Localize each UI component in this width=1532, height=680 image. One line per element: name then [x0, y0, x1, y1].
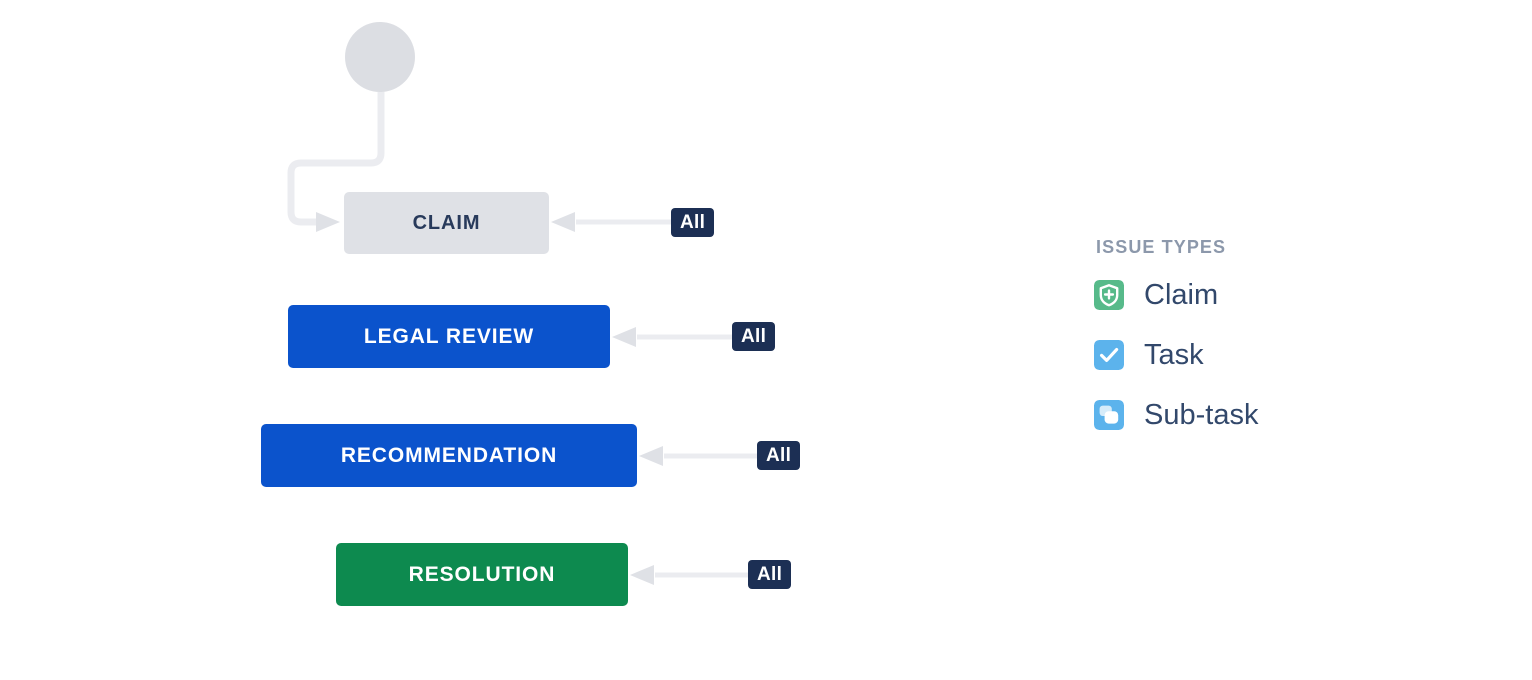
status-node-legal-review[interactable]: LEGAL REVIEW [288, 305, 610, 368]
legend-item-task[interactable]: Task [1094, 338, 1258, 372]
status-node-label: RECOMMENDATION [340, 444, 558, 467]
status-node-label: CLAIM [412, 212, 481, 234]
legend-item-label: Task [1144, 338, 1204, 371]
transition-badge-recommendation[interactable]: All [757, 441, 801, 470]
shield-plus-icon [1094, 280, 1124, 310]
sub-task-icon [1094, 400, 1124, 430]
legend-item-label: Sub-task [1144, 398, 1259, 431]
status-node-resolution[interactable]: RESOLUTION [336, 543, 628, 606]
status-node-claim[interactable]: CLAIM [344, 192, 549, 254]
transition-badge-claim[interactable]: All [671, 208, 715, 237]
legend-title: ISSUE TYPES [1096, 237, 1227, 257]
arrowhead-claim-entry [316, 212, 340, 232]
legend-item-claim[interactable]: Claim [1094, 278, 1258, 312]
arrowhead-claim [551, 212, 575, 232]
transition-badge-legal-review[interactable]: All [732, 322, 776, 351]
legend-item-sub-task[interactable]: Sub-task [1094, 398, 1258, 432]
start-node[interactable] [345, 22, 415, 92]
arrowhead-legal-review [612, 327, 636, 347]
checkbox-icon [1094, 340, 1124, 370]
status-node-recommendation[interactable]: RECOMMENDATION [261, 424, 637, 487]
transition-badge-resolution[interactable]: All [748, 560, 792, 589]
arrowhead-resolution [630, 565, 654, 585]
legend-item-label: Claim [1144, 278, 1219, 311]
status-node-label: RESOLUTION [408, 563, 556, 586]
status-node-label: LEGAL REVIEW [363, 325, 535, 348]
arrowhead-recommendation [639, 446, 663, 466]
